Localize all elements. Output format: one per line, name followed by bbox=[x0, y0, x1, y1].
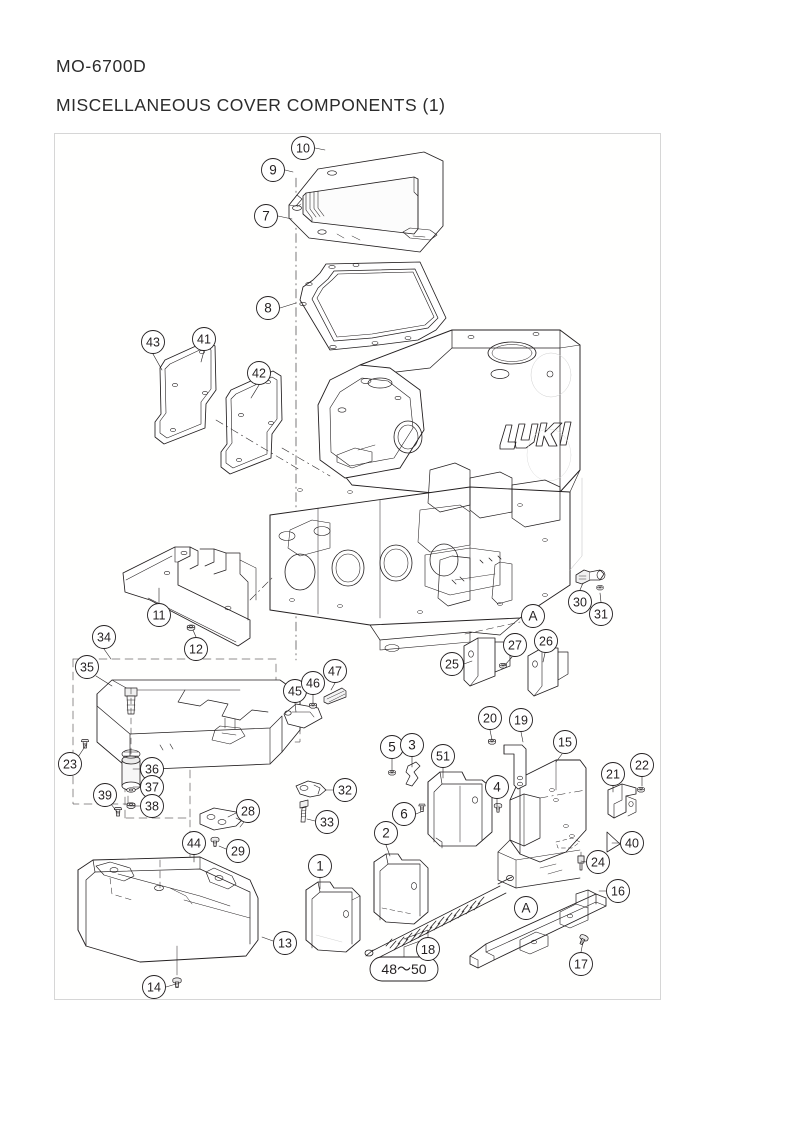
model-code: MO-6700D bbox=[56, 56, 147, 76]
page-title: MISCELLANEOUS COVER COMPONENTS (1) bbox=[56, 95, 446, 115]
diagram-frame bbox=[54, 133, 661, 1000]
